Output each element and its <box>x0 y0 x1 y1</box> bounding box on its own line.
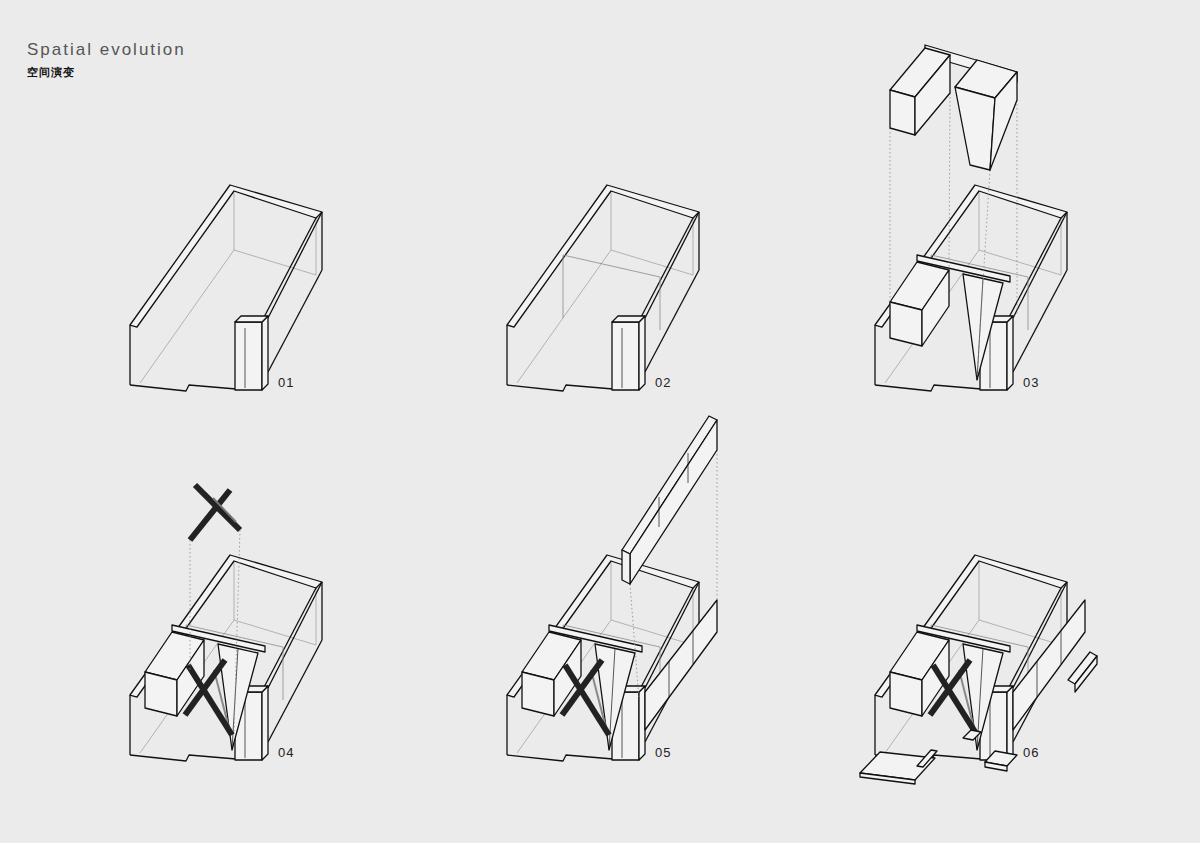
step-figure <box>130 485 322 761</box>
step-number: 05 <box>655 745 671 760</box>
subtitle: 空间演变 <box>27 65 75 80</box>
step-figure <box>507 185 699 391</box>
step-number: 03 <box>1023 375 1039 390</box>
step-number: 04 <box>278 745 294 760</box>
step-figure <box>860 555 1097 784</box>
step-figure <box>875 45 1067 391</box>
step-number: 02 <box>655 375 671 390</box>
diagram-title: Spatial evolution <box>27 40 186 60</box>
step-figure <box>130 185 322 391</box>
step-figure <box>507 416 717 761</box>
step-number: 01 <box>278 375 294 390</box>
step-number: 06 <box>1023 745 1039 760</box>
